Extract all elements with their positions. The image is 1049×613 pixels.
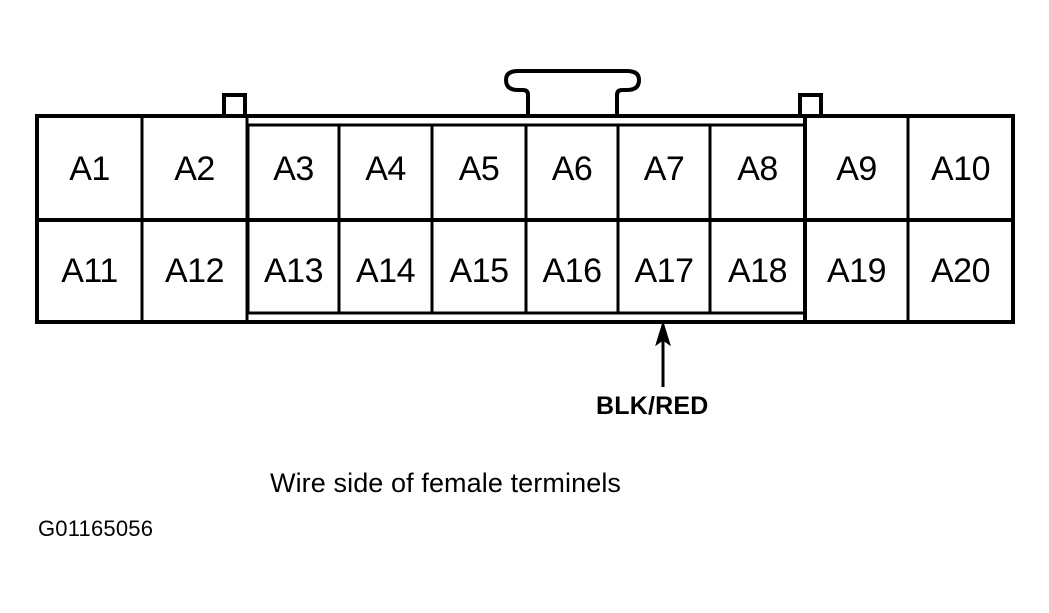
figure-id-code: G01165056 <box>38 516 154 541</box>
pin-cell-a11: A11 <box>61 252 118 290</box>
left-locking-tab-icon <box>222 93 247 116</box>
pin-cell-a12: A12 <box>165 252 225 290</box>
figure-caption: Wire side of female terminels <box>270 468 622 498</box>
pin-cell-a16: A16 <box>542 252 603 290</box>
pin-cell-a10: A10 <box>931 150 991 188</box>
pin-cell-a4: A4 <box>365 150 406 188</box>
pin-cell-a13: A13 <box>264 252 324 290</box>
center-latch-icon <box>504 69 641 116</box>
pin-cell-a5: A5 <box>458 150 500 188</box>
pin-cell-a18: A18 <box>728 252 788 290</box>
pin-cell-a19: A19 <box>827 252 887 290</box>
pin-cell-a17: A17 <box>634 252 695 290</box>
wire-callout-label: BLK/RED <box>596 392 709 420</box>
pin-cell-a7: A7 <box>643 150 685 188</box>
pin-cell-a14: A14 <box>356 252 416 290</box>
pin-cell-a8: A8 <box>737 150 778 188</box>
pin-cell-a9: A9 <box>836 150 877 188</box>
pin-cell-a2: A2 <box>174 150 215 188</box>
pin-cell-a1: A1 <box>69 150 110 188</box>
pin-cell-a6: A6 <box>551 150 593 188</box>
wire-callout-arrowhead-icon <box>655 320 671 347</box>
right-locking-tab-icon <box>798 93 823 116</box>
pin-cell-a3: A3 <box>273 150 314 188</box>
pin-cell-a20: A20 <box>931 252 991 290</box>
pin-cell-a15: A15 <box>449 252 510 290</box>
